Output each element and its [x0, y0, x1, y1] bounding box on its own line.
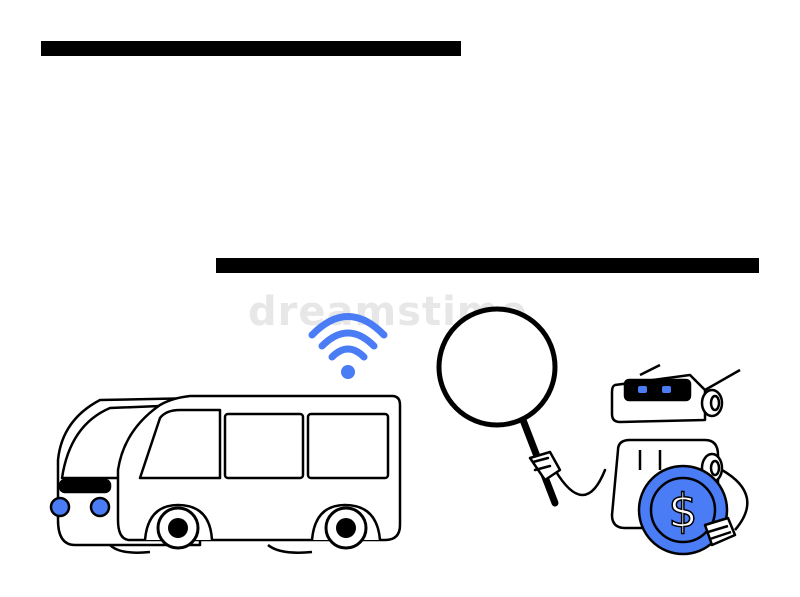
robot-right-arm	[721, 468, 749, 531]
robot-right-hand	[703, 516, 737, 547]
bus-shadow-right	[267, 543, 313, 554]
header-bar-top	[41, 41, 461, 56]
bus-front-window	[138, 408, 222, 480]
autonomous-bus	[49, 394, 402, 554]
dollar-coin-icon: $	[637, 464, 729, 556]
bus-window-2	[223, 412, 305, 480]
bus-rear-window	[60, 404, 162, 480]
bus-wheel-front	[156, 506, 200, 550]
robot-visor	[623, 378, 692, 402]
bus-wheel-rear	[324, 506, 368, 550]
magnifying-glass-icon	[436, 306, 559, 507]
wifi-icon	[308, 313, 388, 379]
bus-headlight-left	[49, 496, 71, 518]
robot-left-arm	[528, 450, 607, 497]
robot-head	[610, 363, 741, 424]
robot-eye-right	[662, 386, 671, 393]
header-bar-bottom	[216, 258, 759, 273]
coin-symbol: $	[668, 484, 697, 538]
bus-rear-vent	[58, 478, 112, 494]
bus-window-3	[306, 412, 390, 480]
bus-shadow-left	[109, 544, 151, 554]
robot-eye-left	[638, 386, 647, 393]
bus-headlight-right	[89, 496, 111, 518]
